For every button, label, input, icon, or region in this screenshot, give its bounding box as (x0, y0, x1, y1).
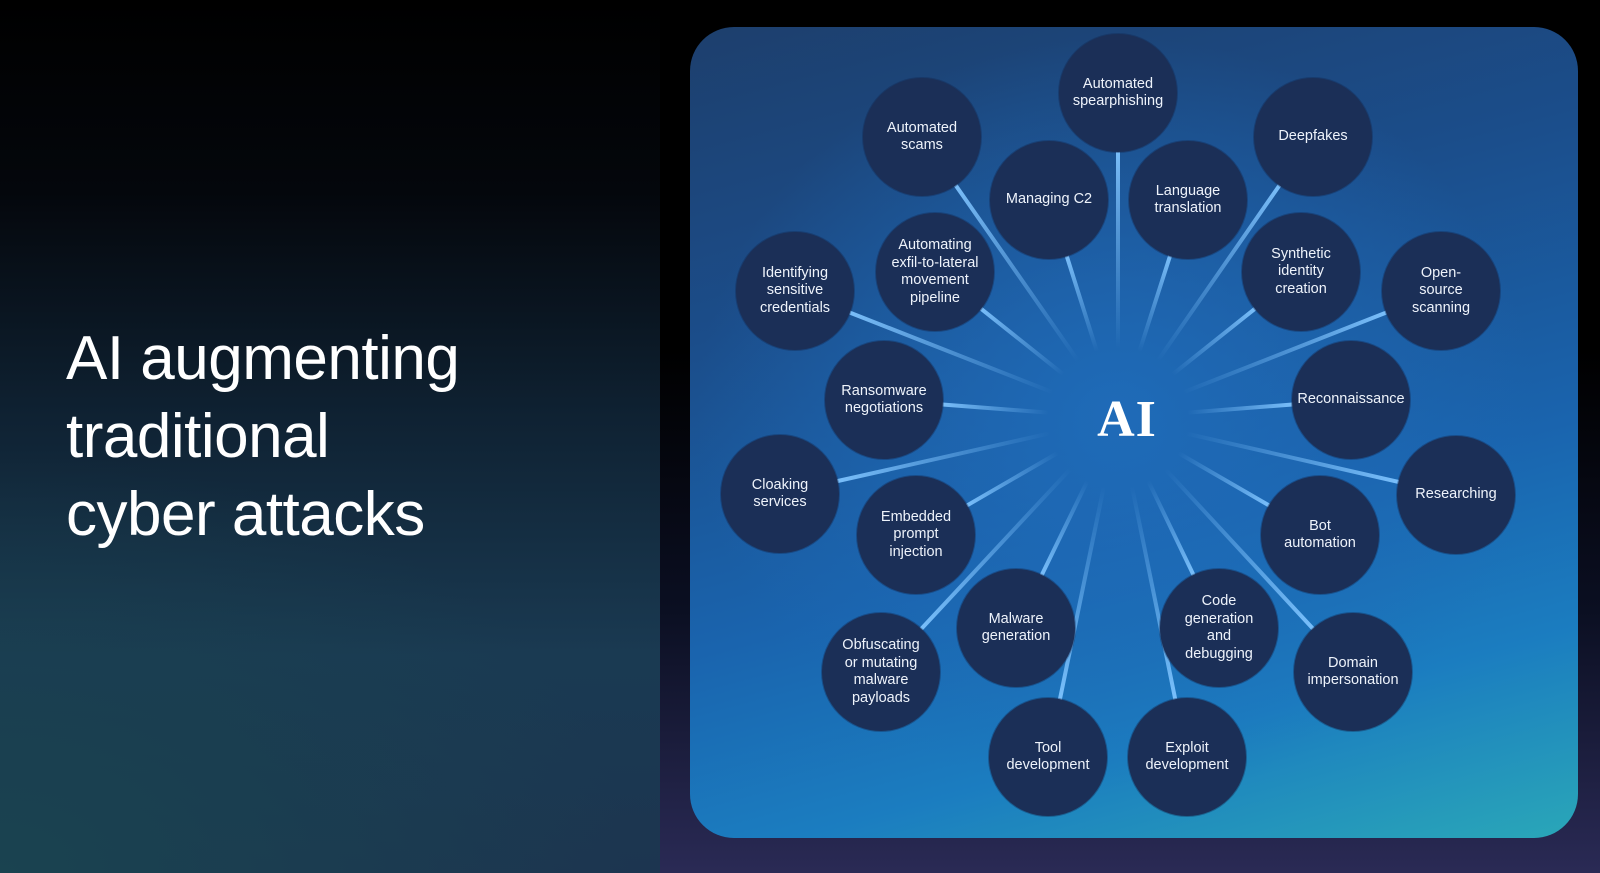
node-synthetic-identity[interactable]: Synthetic identity creation (1242, 213, 1360, 331)
node-reconnaissance[interactable]: Reconnaissance (1292, 341, 1410, 459)
connector-ray-bot-automation (1176, 451, 1273, 509)
connector-ray-managing-c2 (1064, 252, 1099, 354)
title-line-1: AI augmenting (66, 324, 460, 393)
node-automating-exfil[interactable]: Automating exfil-to-lateral movement pip… (876, 213, 994, 331)
node-tool-development[interactable]: Tool development (989, 698, 1107, 816)
node-exploit-development[interactable]: Exploit development (1128, 698, 1246, 816)
node-managing-c2[interactable]: Managing C2 (990, 141, 1108, 259)
connector-ray-domain-impersonation (1163, 467, 1317, 633)
connector-ray-language-translation (1137, 252, 1173, 354)
node-obfuscating-payloads[interactable]: Obfuscating or mutating malware payloads (822, 613, 940, 731)
node-automated-scams[interactable]: Automated scams (863, 78, 981, 196)
connector-ray-automating-exfil (977, 305, 1066, 377)
connector-ray-tool-development (1057, 484, 1106, 704)
node-language-translation[interactable]: Language translation (1129, 141, 1247, 259)
node-embedded-prompt-injection[interactable]: Embedded prompt injection (857, 476, 975, 594)
diagram-panel: AI Automated spearphishing Automated sca… (690, 27, 1578, 838)
node-malware-generation[interactable]: Malware generation (957, 569, 1075, 687)
connector-ray-synthetic-identity (1170, 305, 1259, 377)
node-automated-spearphishing[interactable]: Automated spearphishing (1059, 34, 1177, 152)
connector-ray-open-source-scanning (1181, 309, 1390, 395)
connector-ray-automated-scams (952, 181, 1080, 363)
connector-ray-identifying-credentials (846, 309, 1055, 395)
node-bot-automation[interactable]: Bot automation (1261, 476, 1379, 594)
connector-ray-cloaking-services (833, 431, 1052, 484)
connector-ray-reconnaissance (1185, 402, 1297, 415)
title-line-3: cyber attacks (66, 480, 425, 549)
connector-ray-code-generation (1146, 479, 1197, 579)
node-code-generation[interactable]: Code generation and debugging (1160, 569, 1278, 687)
node-ransomware-negotiations[interactable]: Ransomware negotiations (825, 341, 943, 459)
connector-ray-embedded-prompt-injection (963, 451, 1060, 509)
node-deepfakes[interactable]: Deepfakes (1254, 78, 1372, 196)
connector-ray-deepfakes (1155, 181, 1283, 363)
node-researching[interactable]: Researching (1397, 436, 1515, 554)
node-open-source-scanning[interactable]: Open- source scanning (1382, 232, 1500, 350)
connector-ray-malware-generation (1038, 478, 1090, 579)
connector-ray-exploit-development (1129, 484, 1178, 704)
title-line-2: traditional (66, 402, 330, 471)
connector-ray-researching (1184, 431, 1403, 485)
node-identifying-credentials[interactable]: Identifying sensitive credentials (736, 232, 854, 350)
connector-ray-ransomware-negotiations (938, 402, 1051, 415)
connector-rays (833, 148, 1403, 704)
node-cloaking-services[interactable]: Cloaking services (721, 435, 839, 553)
ai-hub-label: AI (1097, 390, 1157, 448)
node-domain-impersonation[interactable]: Domain impersonation (1294, 613, 1412, 731)
slide-title: AI augmenting traditional cyber attacks (66, 320, 460, 554)
connector-ray-obfuscating-payloads (917, 467, 1073, 633)
